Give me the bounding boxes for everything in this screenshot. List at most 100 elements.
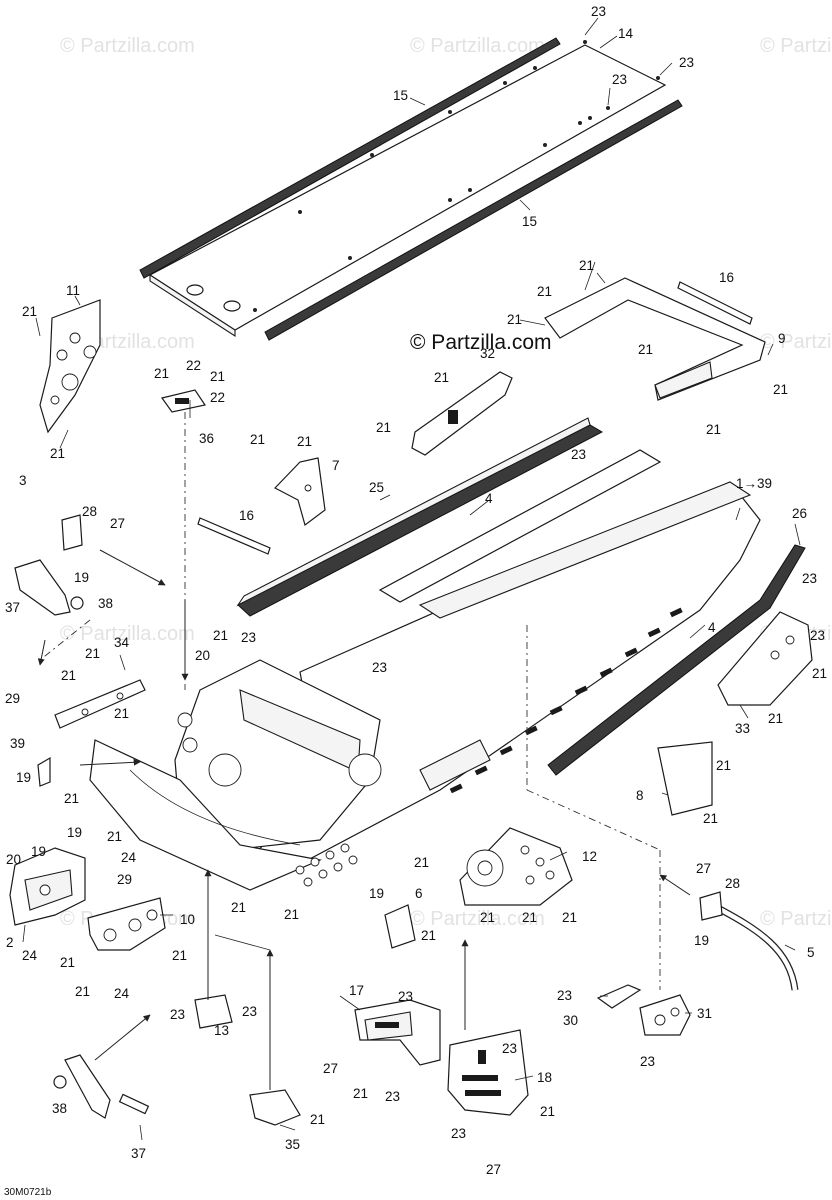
- callout: 4: [485, 491, 493, 506]
- callout: 23: [502, 1041, 517, 1056]
- callout: 19: [74, 570, 89, 585]
- callout: 21: [284, 907, 299, 922]
- top-panel-assembly: [139, 37, 683, 341]
- callout: 23: [372, 660, 387, 675]
- rail-lower: [264, 99, 683, 341]
- part-7-plate: [274, 457, 326, 527]
- callout: 21: [61, 668, 76, 683]
- bulkhead-hole: [348, 753, 382, 787]
- callout: 23: [242, 1004, 257, 1019]
- callout: 21: [773, 382, 788, 397]
- callout: 21: [579, 258, 594, 273]
- watermark: © Partzilla.com: [760, 331, 832, 353]
- drawing-code: 30M0721b: [4, 1187, 52, 1198]
- part-36-bracket: [160, 389, 206, 413]
- part-37-bracket: [14, 559, 71, 616]
- callout: 21: [231, 900, 246, 915]
- callout: 29: [117, 872, 132, 887]
- callout: 26: [792, 506, 807, 521]
- callout: 21: [480, 910, 495, 925]
- callout: 21: [638, 342, 653, 357]
- callout: 23: [810, 628, 825, 643]
- callout: 10: [180, 912, 195, 927]
- callout: 21: [703, 811, 718, 826]
- callout: 7: [332, 458, 340, 473]
- footrest-slots: [449, 607, 683, 794]
- callout: 21: [60, 955, 75, 970]
- callout: 23: [679, 55, 694, 70]
- watermark: © Partzilla.com: [760, 35, 832, 57]
- callout: 39: [10, 736, 25, 751]
- front-pan: [89, 739, 323, 891]
- watermark: © Partzilla.com: [760, 908, 832, 930]
- part-5-handle: [699, 891, 799, 991]
- callout: 17: [349, 983, 364, 998]
- callout: 23: [591, 4, 606, 19]
- callout: 21: [376, 420, 391, 435]
- callout: 21: [537, 284, 552, 299]
- part-12-plate: [459, 827, 573, 906]
- callout: 21: [812, 666, 827, 681]
- callout: 19: [694, 933, 709, 948]
- part-17-bracket: [354, 999, 441, 1066]
- panel-edge: [149, 273, 236, 338]
- callout: 22: [186, 358, 201, 373]
- callout: 21: [522, 910, 537, 925]
- callout: 15: [522, 214, 537, 229]
- callout: 12: [582, 849, 597, 864]
- part-11-bracket: [39, 299, 101, 434]
- bulkhead-hole: [208, 753, 242, 787]
- callout: 4: [708, 620, 716, 635]
- callout: 21: [85, 646, 100, 661]
- callout: 21: [107, 829, 122, 844]
- floor-perforations: [295, 843, 358, 887]
- part-13-bracket: [194, 994, 233, 1029]
- callout: 27: [323, 1061, 338, 1076]
- part-34-bracket: [54, 679, 146, 729]
- callout: 21: [421, 928, 436, 943]
- callout: 20: [6, 852, 21, 867]
- assembly-lines: [37, 412, 691, 1090]
- callout: 38: [98, 596, 113, 611]
- callout: 21: [562, 910, 577, 925]
- callout: 23: [398, 989, 413, 1004]
- callout: 23: [612, 72, 627, 87]
- callout: 32: [480, 346, 495, 361]
- part-30-bracket: [596, 984, 642, 1009]
- callout: 28: [82, 504, 97, 519]
- callout: 21: [434, 370, 449, 385]
- callout: 34: [114, 635, 130, 650]
- callout: 28: [725, 876, 740, 891]
- callout: 1→39: [736, 476, 772, 491]
- part-39-clip: [37, 756, 51, 787]
- callout: 36: [199, 431, 214, 446]
- callout: 23: [802, 571, 817, 586]
- callout: 24: [121, 850, 137, 865]
- brand-label: © Partzilla.com: [410, 331, 552, 354]
- callout: 15: [393, 88, 408, 103]
- part-26-rail: [547, 544, 806, 776]
- bracket-plate: [39, 299, 101, 434]
- callout: 30: [563, 1013, 578, 1028]
- part-3-handle: [20, 504, 83, 551]
- callout: 11: [66, 283, 80, 298]
- callout: 23: [557, 988, 572, 1003]
- callout: 21: [250, 432, 265, 447]
- part-10-plate: [87, 897, 166, 951]
- callout: 21: [706, 422, 721, 437]
- callout: 24: [22, 948, 38, 963]
- callouts: 23 14 23 23 15 15 11 21 21 21 22 21 22 3…: [5, 4, 827, 1177]
- part-18-bracket: [447, 1029, 529, 1116]
- part-6-bracket: [384, 904, 416, 949]
- leader-lines: [22, 17, 801, 1141]
- callout: 19: [67, 825, 82, 840]
- callout: 21: [353, 1086, 368, 1101]
- callout: 21: [310, 1112, 325, 1127]
- part-2-bumper: [9, 847, 86, 926]
- callout: 21: [213, 628, 228, 643]
- part-38-lower-nut: [53, 1075, 67, 1089]
- tunnel-upper-panel: [378, 449, 662, 603]
- panel-plug: [223, 300, 241, 312]
- part-9-frame: [544, 277, 766, 401]
